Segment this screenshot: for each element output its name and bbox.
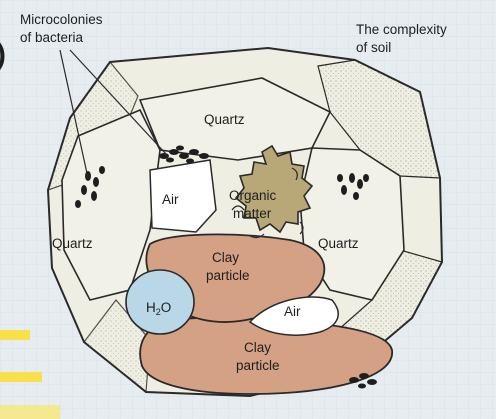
air-label-lower: Air [284,304,301,319]
clay-label-lower-line1: Clay [244,340,271,355]
accent-bar [0,330,30,340]
title-line2: of soil [356,40,391,55]
microcolonies-label-line2: of bacteria [20,30,84,45]
organic-matter-label-line1: Organic [229,188,277,203]
accent-bar [0,372,42,382]
air-label-upper: Air [162,192,179,207]
quartz-label-top: Quartz [204,112,245,127]
title-line1: The complexity [356,22,447,37]
clay-label-upper-line2: particle [206,268,250,283]
accent-bar [0,405,60,419]
clay-label-upper-line1: Clay [212,250,239,265]
quartz-label-right: Quartz [318,236,359,251]
organic-matter-label-line2: matter [233,206,272,221]
microcolonies-label-line1: Microcolonies [20,12,103,27]
air-pocket-upper [150,160,216,232]
quartz-label-left: Quartz [52,236,93,251]
cropped-glyph: ) [0,38,6,71]
clay-label-lower-line2: particle [236,358,280,373]
